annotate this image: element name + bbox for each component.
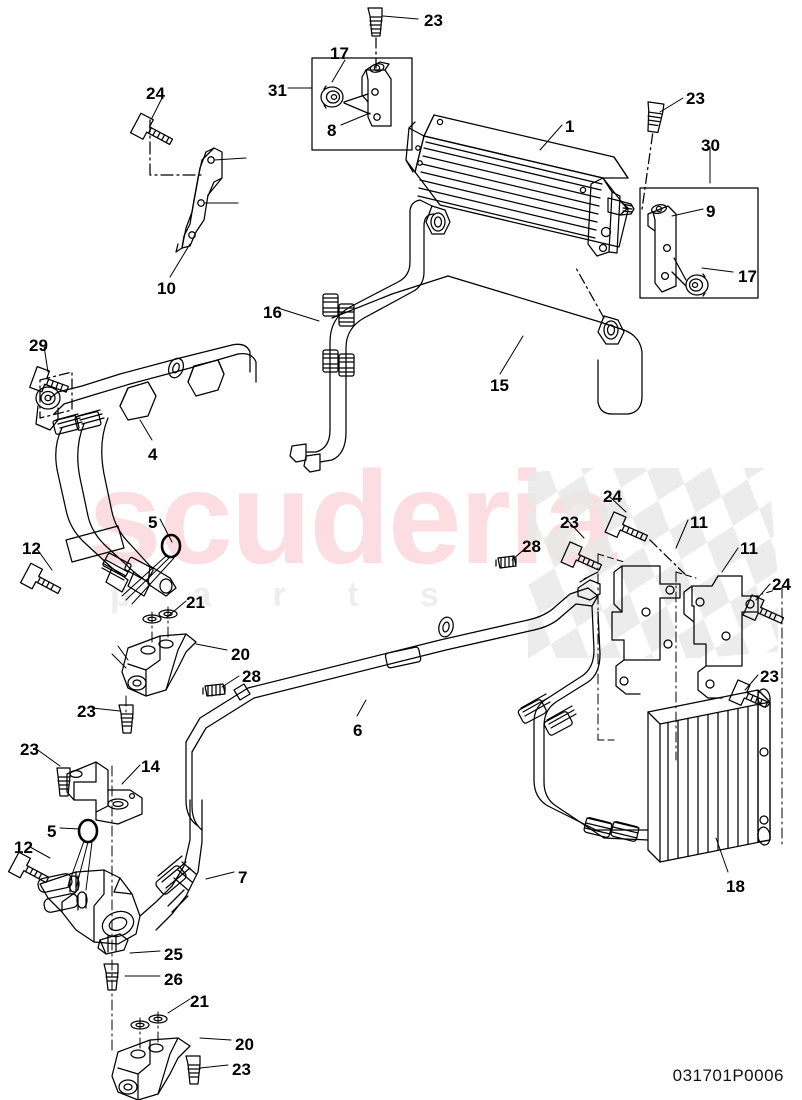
callout-23: 23 (20, 740, 39, 759)
callout-20: 20 (231, 645, 250, 664)
diagram-code: 031701P0006 (672, 1066, 784, 1085)
callout-23: 23 (686, 89, 705, 108)
callout-28: 28 (522, 537, 541, 556)
callout-5: 5 (47, 822, 57, 841)
callout-17: 17 (330, 44, 349, 63)
callout-9: 9 (706, 202, 716, 221)
callout-16: 16 (263, 303, 282, 322)
callout-11: 11 (690, 513, 708, 532)
callout-23: 23 (560, 513, 579, 532)
callout-12: 12 (14, 838, 33, 857)
callout-5: 5 (148, 513, 158, 532)
callout-17: 17 (738, 267, 757, 286)
callout-21: 21 (186, 593, 205, 612)
callout-10: 10 (157, 279, 176, 298)
callout-24: 24 (772, 575, 791, 594)
callout-1: 1 (565, 117, 575, 136)
callout-31: 31 (268, 81, 287, 100)
callout-25: 25 (164, 945, 183, 964)
callout-24: 24 (603, 487, 622, 506)
callout-24: 24 (146, 84, 165, 103)
callout-20: 20 (235, 1035, 254, 1054)
callout-23: 23 (232, 1060, 251, 1079)
callout-14: 14 (141, 757, 160, 776)
callout-23: 23 (77, 702, 96, 721)
callout-6: 6 (353, 721, 363, 740)
callout-23: 23 (760, 667, 779, 686)
callout-8: 8 (327, 121, 337, 140)
callout-26: 26 (164, 970, 183, 989)
callout-11: 11 (740, 539, 758, 558)
callout-4: 4 (148, 445, 158, 464)
callout-29: 29 (29, 336, 48, 355)
callout-23: 23 (424, 11, 443, 30)
callout-18: 18 (726, 877, 745, 896)
callout-12: 12 (22, 539, 41, 558)
callout-7: 7 (238, 868, 248, 887)
callout-28: 28 (242, 667, 261, 686)
callout-15: 15 (490, 376, 509, 395)
callout-30: 30 (701, 136, 720, 155)
callout-21: 21 (190, 992, 209, 1011)
